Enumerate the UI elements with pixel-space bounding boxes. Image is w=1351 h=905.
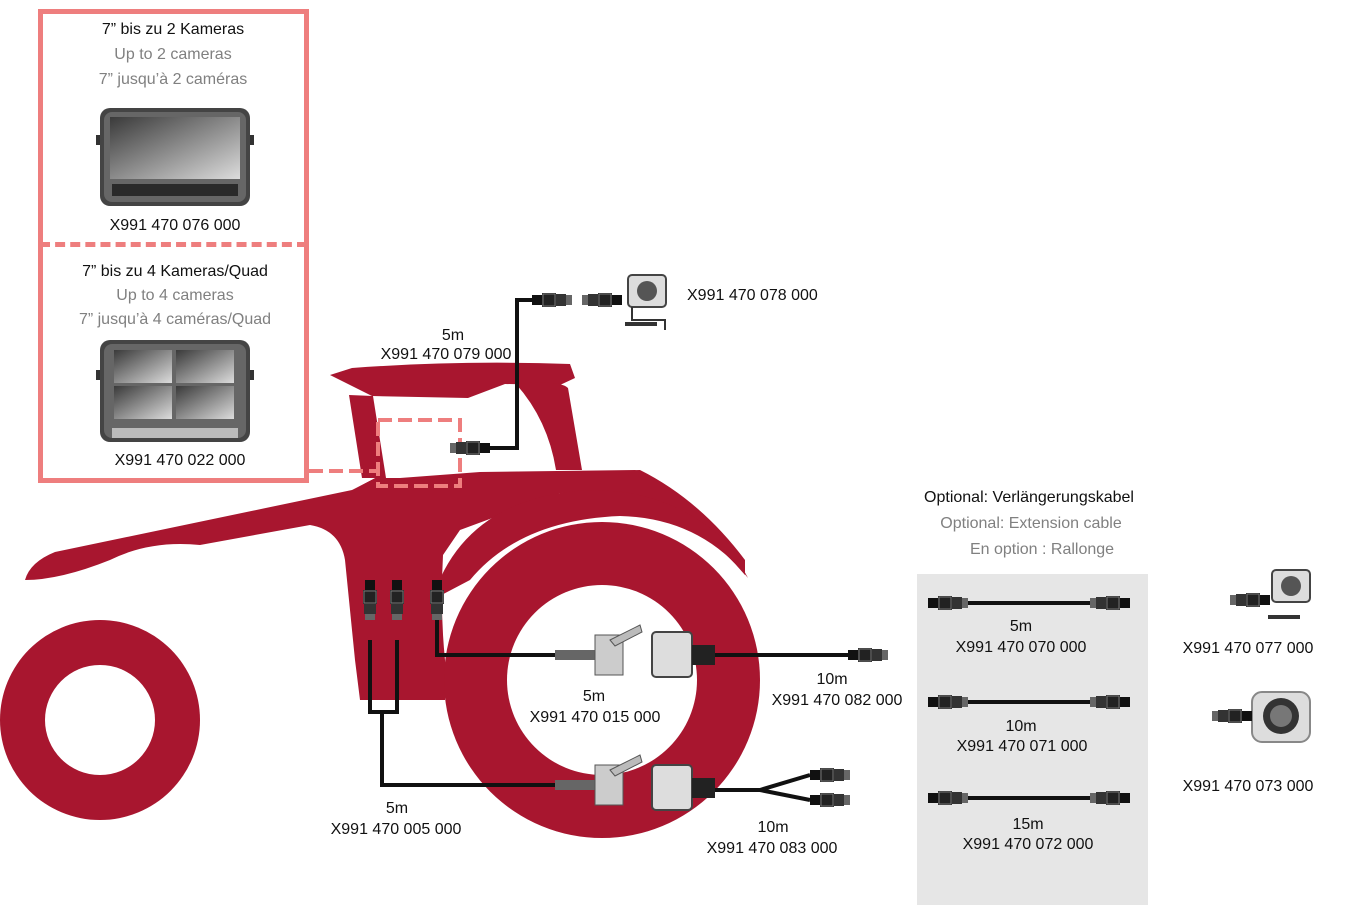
monitor-bottom-title-de: 7” bis zu 4 Kameras/Quad	[82, 263, 268, 280]
tractor-cab-pillar-front	[349, 395, 386, 478]
cables	[368, 298, 848, 802]
optional-cable-5m-right-connector	[1089, 595, 1131, 611]
monitor-quad-icon	[96, 340, 254, 442]
cable-socket-lower-part-no: X991 470 005 000	[330, 821, 462, 838]
tractor-body	[25, 470, 745, 700]
optional-cable-15m-left-connector	[927, 790, 969, 806]
optional-cable-5m-length: 5m	[1009, 618, 1033, 635]
cable-roof-part-no: X991 470 079 000	[380, 346, 512, 363]
cable-10m-y-part-no: X991 470 083 000	[706, 840, 838, 857]
optional-title-de: Optional: Verlängerungskabel	[924, 489, 1134, 506]
monitor-top-part-no: X991 470 076 000	[109, 217, 241, 234]
camera-right-1-icon	[1268, 569, 1311, 619]
socket-connector-lower	[555, 754, 715, 811]
optional-cable-5m-left-connector	[927, 595, 969, 611]
monitor-bottom-part-no: X991 470 022 000	[114, 452, 246, 469]
camera-right-2-part-no: X991 470 073 000	[1182, 778, 1314, 795]
monitor-bottom-title-fr: 7” jusqu’à 4 caméras/Quad	[78, 311, 272, 328]
cable-10m-single-length: 10m	[816, 671, 848, 688]
optional-cable-10m-right-connector	[1089, 694, 1131, 710]
cable-10m-y-b	[759, 788, 811, 802]
cable-socket-upper-length: 5m	[582, 688, 606, 705]
camera-right-2-icon	[1251, 691, 1311, 743]
camera-right-1-part-no: X991 470 077 000	[1182, 640, 1314, 657]
cable-10m-y-length: 10m	[757, 819, 789, 836]
monitor-bottom-title-en: Up to 4 cameras	[116, 287, 234, 304]
cable-roof-length: 5m	[441, 327, 465, 344]
camera-top-part-no: X991 470 078 000	[687, 287, 818, 304]
optional-title-en: Optional: Extension cable	[940, 515, 1122, 532]
cable-roof	[490, 298, 532, 450]
cable-10m-single-part-no: X991 470 082 000	[771, 692, 903, 709]
cable-socket-lower-length: 5m	[385, 800, 409, 817]
cable-single-trunk	[435, 615, 555, 657]
tractor-rear-fender	[432, 490, 748, 600]
front-wheel-hub	[45, 665, 155, 775]
monitor-7in-icon	[96, 108, 254, 206]
monitor-options-divider	[40, 242, 307, 247]
tractor	[0, 362, 760, 838]
optional-cable-5m-part-no: X991 470 070 000	[955, 639, 1087, 656]
optional-cables-panel	[917, 574, 1148, 905]
camera-top-icon	[625, 274, 667, 330]
tractor-hood-inner	[352, 478, 375, 490]
optional-cable-10m-left-connector	[927, 694, 969, 710]
monitor-mount-placeholder	[376, 418, 462, 488]
socket-connector-upper	[555, 624, 715, 678]
rear-wheel-hub	[507, 585, 697, 775]
tractor-cab-roof	[330, 362, 575, 398]
optional-cable-15m-right-connector	[1089, 790, 1131, 806]
cable-dual-down	[380, 712, 555, 787]
monitor-top-title-en: Up to 2 cameras	[114, 46, 232, 63]
monitor-top-title-de: 7” bis zu 2 Kameras	[101, 21, 245, 38]
monitor-top-title-fr: 7” jusqu’à 2 caméras	[98, 71, 248, 88]
optional-cable-15m-length: 15m	[1012, 816, 1044, 833]
optional-cable-15m-part-no: X991 470 072 000	[962, 836, 1094, 853]
cable-socket-upper-part-no: X991 470 015 000	[529, 709, 661, 726]
optional-cable-10m-length: 10m	[1005, 718, 1037, 735]
optional-cable-10m-part-no: X991 470 071 000	[956, 738, 1088, 755]
optional-title-fr: En option : Rallonge	[969, 541, 1115, 558]
tractor-cab-pillar-rear	[516, 382, 582, 470]
